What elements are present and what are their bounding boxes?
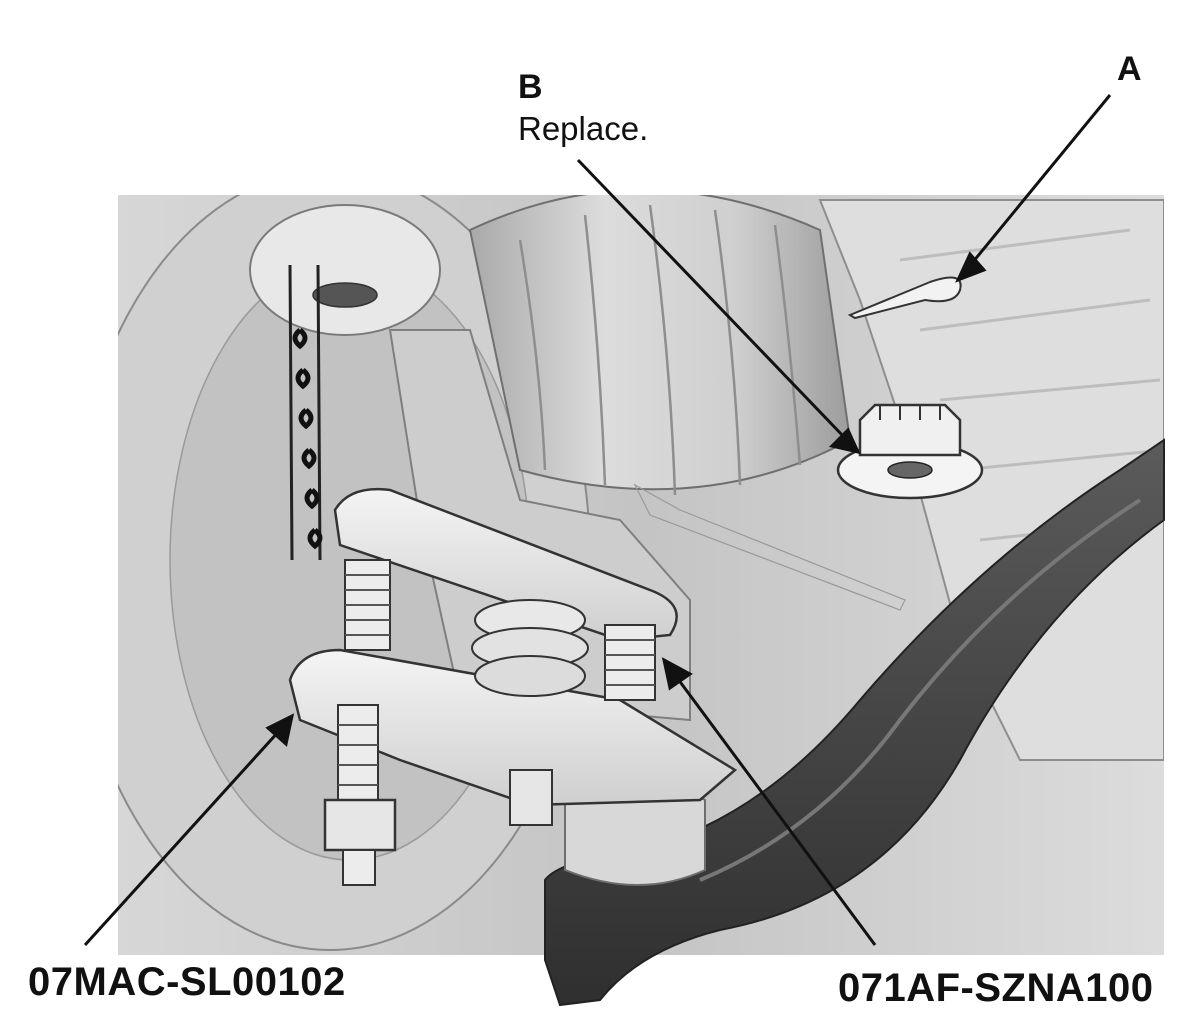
cv-boot xyxy=(468,195,852,491)
tie-rod-end xyxy=(249,204,441,336)
tool-nut-lower xyxy=(323,798,397,852)
callout-label-b: B xyxy=(518,68,543,106)
leader-line-left-tool xyxy=(83,728,282,947)
spring-ring-3 xyxy=(474,655,586,697)
arrowhead-left-tool xyxy=(265,713,295,747)
castle-nut xyxy=(836,403,984,500)
ball-joint-remover-tool xyxy=(288,264,738,886)
rod-threads-left xyxy=(345,574,390,636)
castle-nut-slots xyxy=(879,405,941,420)
arrowhead-a xyxy=(955,251,987,283)
cotter-pin xyxy=(847,276,962,320)
cotter-pin-shape xyxy=(847,276,962,320)
arrowhead-right-tool xyxy=(661,657,693,691)
castle-nut-hole xyxy=(887,461,933,479)
callout-note-b: Replace. xyxy=(518,110,649,147)
tool-upper-jaw xyxy=(333,488,678,642)
chain-links xyxy=(292,328,323,550)
tool-small-nut xyxy=(509,769,553,826)
cv-boot-folds xyxy=(518,204,802,496)
castle-nut-body xyxy=(858,403,962,457)
leader-line-right-tool xyxy=(673,674,877,946)
inset-guide xyxy=(633,483,906,611)
tool-threaded-pin-right xyxy=(604,624,656,701)
tie-rod-eye xyxy=(312,282,378,308)
lower-arm-highlight xyxy=(699,498,1142,882)
callout-label-a: A xyxy=(1117,50,1142,88)
tool-bolt-lower xyxy=(337,704,379,816)
tool-part-number-right: 071AF-SZNA100 xyxy=(838,966,1154,1010)
leader-line-a xyxy=(966,94,1112,269)
arrowhead-b xyxy=(829,427,861,455)
tool-part-number-left: 07MAC-SL00102 xyxy=(28,960,346,1004)
tool-bolt-tip xyxy=(342,849,376,886)
leader-lines xyxy=(83,94,1112,947)
knuckle-ribs xyxy=(899,228,1164,542)
leader-line-b xyxy=(576,158,847,440)
safety-chain xyxy=(288,264,322,561)
pin-threads-right xyxy=(605,639,655,686)
bolt-threads-lower xyxy=(338,724,378,786)
